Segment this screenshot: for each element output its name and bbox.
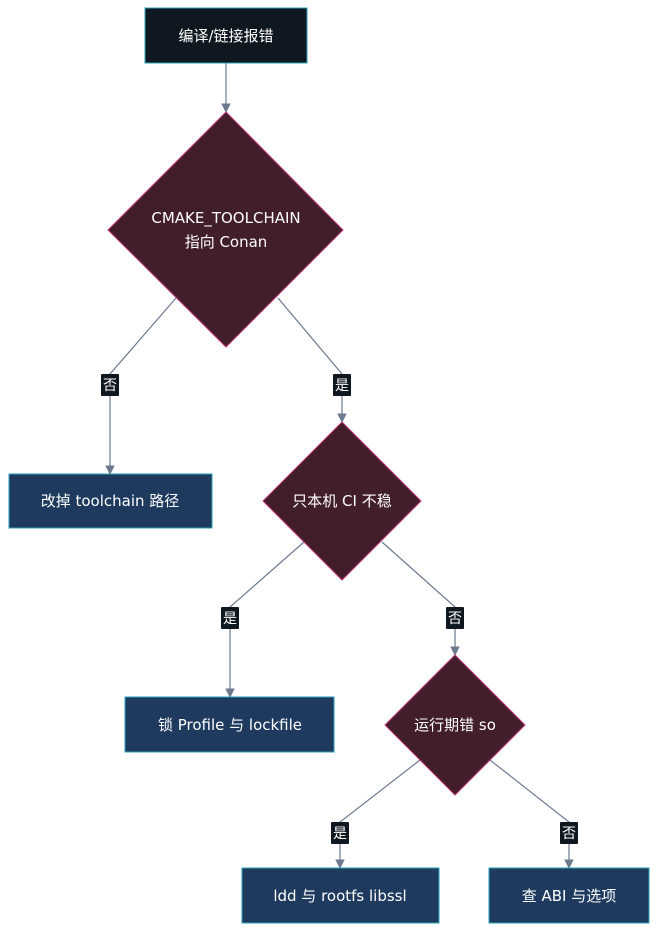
edge-label-text: 否 bbox=[448, 611, 462, 627]
edge-d2-no bbox=[381, 541, 460, 656]
edge-d1-no bbox=[105, 297, 177, 475]
edge-label-d3-no: 否 bbox=[560, 822, 578, 844]
process-lock-profile: 锁 Profile 与 lockfile bbox=[124, 696, 335, 753]
process-fix-toolchain-label: 改掉 toolchain 路径 bbox=[41, 492, 180, 510]
edge-d3-yes bbox=[335, 759, 421, 869]
process-check-abi: 查 ABI 与选项 bbox=[488, 867, 650, 924]
edge-label-d2-no: 否 bbox=[446, 607, 464, 629]
process-ldd-rootfs: ldd 与 rootfs libssl bbox=[241, 867, 440, 924]
start-node: 编译/链接报错 bbox=[144, 7, 308, 64]
process-fix-toolchain: 改掉 toolchain 路径 bbox=[8, 473, 213, 529]
edge-label-d1-yes: 是 bbox=[333, 374, 351, 396]
edge-label-d2-yes: 是 bbox=[221, 607, 239, 629]
edge-label-d1-no: 否 bbox=[101, 374, 119, 396]
decision-local-ci-unstable: 只本机 CI 不稳 bbox=[262, 421, 422, 581]
process-ldd-rootfs-label: ldd 与 rootfs libssl bbox=[273, 887, 406, 905]
decision-cmake-toolchain: CMAKE_TOOLCHAIN 指向 Conan bbox=[107, 111, 344, 348]
decision-local-ci-unstable-label: 只本机 CI 不稳 bbox=[292, 492, 391, 510]
edge-label-text: 否 bbox=[562, 826, 576, 842]
edge-d2-yes bbox=[225, 541, 305, 698]
edge-label-text: 是 bbox=[335, 378, 349, 394]
edge-label-text: 是 bbox=[333, 826, 347, 842]
decision-cmake-toolchain-line2: 指向 Conan bbox=[185, 233, 268, 251]
decision-cmake-toolchain-line1: CMAKE_TOOLCHAIN bbox=[151, 209, 300, 228]
edge-labels: 否 是 是 否 是 否 bbox=[101, 374, 578, 844]
edge-d3-no bbox=[489, 759, 574, 869]
edge-d1-yes bbox=[277, 297, 347, 423]
edge-label-d3-yes: 是 bbox=[331, 822, 349, 844]
decision-runtime-so-error: 运行期错 so bbox=[384, 654, 526, 796]
process-lock-profile-label: 锁 Profile 与 lockfile bbox=[158, 716, 302, 734]
start-node-label: 编译/链接报错 bbox=[178, 27, 273, 45]
decision-runtime-so-error-label: 运行期错 so bbox=[414, 716, 496, 734]
process-check-abi-label: 查 ABI 与选项 bbox=[522, 887, 617, 905]
edge-label-text: 是 bbox=[223, 611, 237, 627]
edge-label-text: 否 bbox=[103, 378, 117, 394]
